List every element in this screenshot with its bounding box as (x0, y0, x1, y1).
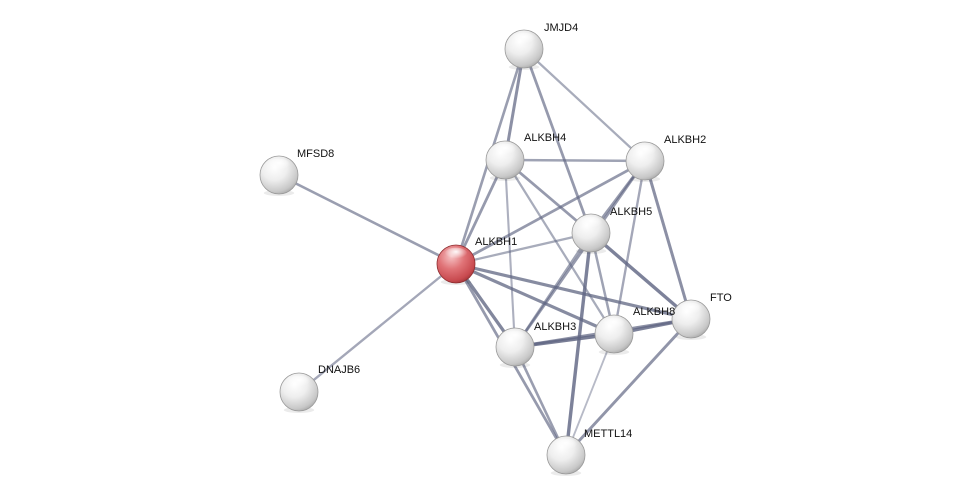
node-label: FTO (710, 292, 732, 304)
edge-alkbh4-alkbh2[interactable] (503, 158, 647, 163)
node-highlight (503, 330, 527, 345)
node-jmjd4[interactable]: JMJD4 (504, 22, 578, 70)
node-alkbh1[interactable]: ALKBH1 (436, 236, 517, 285)
edge-jmjd4-alkbh2[interactable] (522, 47, 647, 163)
node-label: ALKBH3 (534, 321, 576, 333)
node-label: ALKBH1 (475, 236, 517, 248)
node-highlight (554, 438, 578, 453)
edge-alkbh5-fto[interactable] (589, 231, 693, 321)
node-label: DNAJB6 (318, 364, 360, 376)
edge-alkbh2-fto[interactable] (643, 159, 693, 321)
edge-jmjd4-alkbh5[interactable] (522, 47, 593, 235)
node-mfsd8[interactable]: MFSD8 (259, 148, 334, 196)
edge-fto-mettl14[interactable] (564, 317, 693, 457)
node-fto[interactable]: FTO (671, 292, 732, 340)
node-highlight (679, 302, 703, 317)
edge-alkbh1-alkbh2[interactable] (454, 159, 647, 266)
node-highlight (444, 247, 468, 262)
edge-alkbh1-alkbh8[interactable] (454, 262, 616, 336)
node-label: JMJD4 (544, 22, 578, 34)
node-alkbh5[interactable]: ALKBH5 (571, 206, 652, 254)
node-alkbh4[interactable]: ALKBH4 (485, 132, 566, 181)
node-highlight (512, 32, 536, 47)
edge-alkbh1-dnajb6[interactable] (297, 262, 458, 394)
node-dnajb6[interactable]: DNAJB6 (279, 364, 360, 413)
node-alkbh8[interactable]: ALKBH8 (594, 306, 675, 355)
edge-alkbh1-mfsd8[interactable] (277, 173, 458, 266)
node-highlight (493, 143, 517, 158)
edge-alkbh4-alkbh3[interactable] (503, 158, 517, 349)
node-highlight (267, 158, 291, 173)
node-mettl14[interactable]: METTL14 (546, 428, 632, 476)
edge-alkbh1-alkbh5[interactable] (454, 231, 593, 266)
edge-alkbh8-mettl14[interactable] (565, 333, 615, 456)
node-label: ALKBH5 (610, 206, 652, 218)
node-highlight (633, 144, 657, 159)
node-alkbh3[interactable]: ALKBH3 (495, 321, 576, 368)
node-label: ALKBH2 (664, 134, 706, 146)
node-label: METTL14 (584, 428, 632, 440)
edge-alkbh3-mettl14[interactable] (513, 345, 568, 457)
node-label: MFSD8 (297, 148, 334, 160)
edge-alkbh1-fto[interactable] (454, 262, 693, 321)
node-highlight (602, 317, 626, 332)
node-highlight (579, 216, 603, 231)
edge-alkbh5-mettl14[interactable] (564, 231, 593, 457)
node-alkbh2[interactable]: ALKBH2 (625, 134, 706, 182)
node-label: ALKBH4 (524, 132, 566, 144)
edge-alkbh5-alkbh3[interactable] (513, 231, 593, 349)
edges-layer (277, 47, 693, 457)
node-highlight (287, 375, 311, 390)
edge-alkbh4-alkbh8[interactable] (503, 158, 616, 336)
edge-alkbh2-alkbh8[interactable] (612, 159, 647, 336)
node-label: ALKBH8 (633, 306, 675, 318)
